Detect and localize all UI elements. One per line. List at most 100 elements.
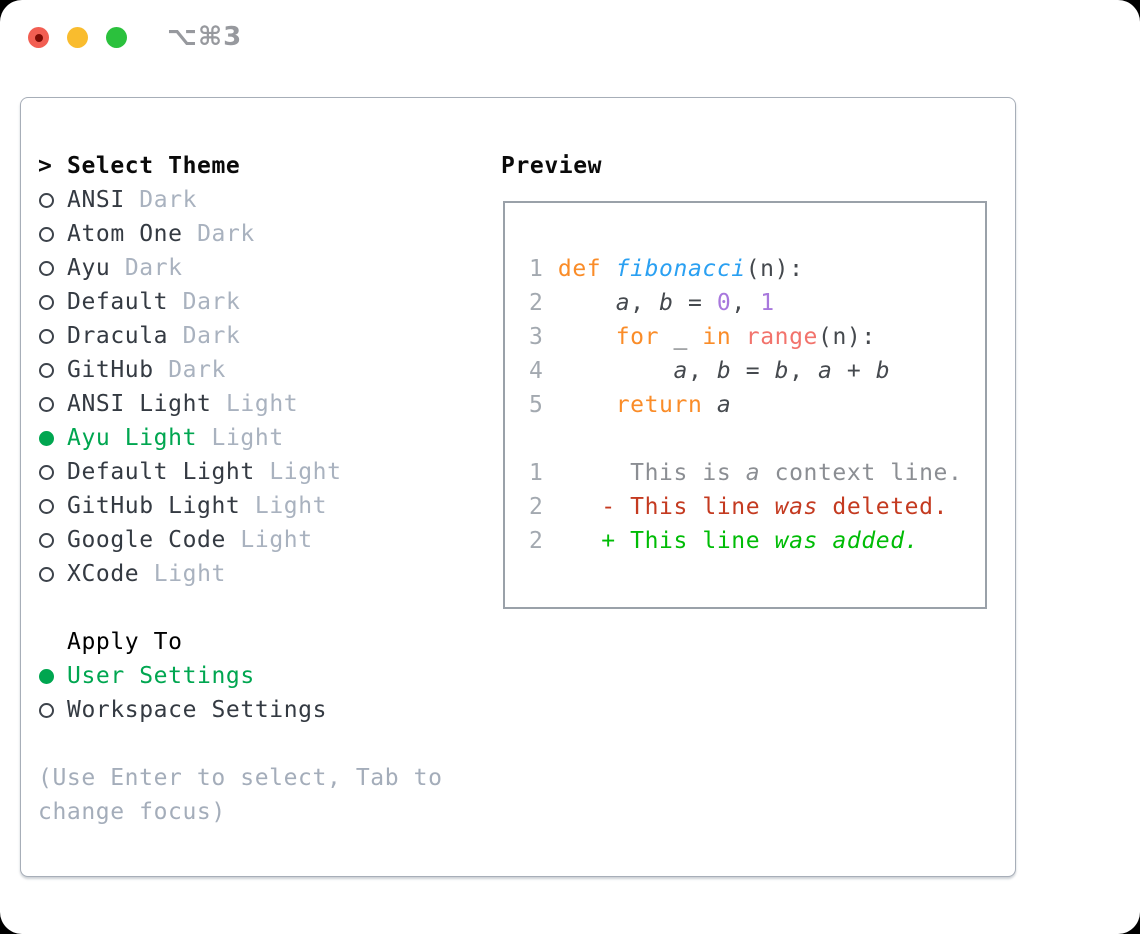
minimize-button-icon[interactable] xyxy=(67,27,88,48)
code-segment: , xyxy=(630,290,660,316)
code-segment: a xyxy=(716,392,732,418)
theme-option-label: Default Light xyxy=(67,459,255,485)
code-segment xyxy=(558,324,616,350)
prompt-caret-icon: > xyxy=(38,153,53,179)
apply-option-label: User Settings xyxy=(67,663,255,689)
code-segment: a xyxy=(745,460,761,486)
code-segment: a xyxy=(818,358,833,384)
preview-header: Preview xyxy=(501,153,603,179)
code-segment xyxy=(558,392,616,418)
code-segment: a xyxy=(615,290,631,316)
code-segment: 4 xyxy=(529,358,558,384)
code-segment: , xyxy=(731,290,761,316)
code-segment: 5 xyxy=(529,392,558,418)
theme-variant-label: Dark xyxy=(182,289,241,315)
spacer xyxy=(38,727,488,761)
code-blank-line xyxy=(529,422,962,456)
code-segment: = xyxy=(731,358,775,384)
code-segment: 2 xyxy=(529,528,558,554)
theme-option-label: ANSI xyxy=(67,187,125,213)
code-segment: deleted. xyxy=(817,494,948,520)
code-line: 2 + This line was added. xyxy=(529,524,962,558)
theme-option-dracula[interactable]: Dracula Dark xyxy=(38,319,488,353)
theme-variant-label: Dark xyxy=(182,323,241,349)
code-segment: b xyxy=(875,358,891,384)
theme-variant-label: Dark xyxy=(168,357,226,383)
help-text-line-1: (Use Enter to select, Tab to xyxy=(38,765,443,791)
code-segment: fibonacci xyxy=(615,256,746,282)
close-button-icon[interactable] xyxy=(28,27,49,48)
theme-option-atom-one[interactable]: Atom One Dark xyxy=(38,217,488,251)
apply-option-workspace-settings[interactable]: Workspace Settings xyxy=(38,693,488,727)
theme-option-label: Ayu xyxy=(67,255,111,281)
radio-unselected-icon xyxy=(39,396,54,412)
code-segment: 1 xyxy=(529,460,558,486)
code-segment: context line. xyxy=(760,460,963,486)
code-segment: 2 xyxy=(529,290,558,316)
theme-option-label: ANSI Light xyxy=(67,391,212,417)
code-segment: 3 xyxy=(529,324,558,350)
theme-option-ayu-light[interactable]: Ayu Light Light xyxy=(38,421,488,455)
apply-option-user-settings[interactable]: User Settings xyxy=(38,659,488,693)
spacer xyxy=(38,591,488,625)
code-segment: , xyxy=(789,358,818,384)
theme-variant-label: Light xyxy=(269,459,342,485)
code-segment: 0 xyxy=(716,290,732,316)
titlebar: ⌥⌘3 xyxy=(0,0,1140,76)
code-segment: - This line xyxy=(601,494,775,520)
theme-option-label: Ayu Light xyxy=(67,425,198,451)
code-line: 2 a, b = 0, 1 xyxy=(529,286,962,320)
code-segment: , xyxy=(687,358,717,384)
code-segment: = xyxy=(673,290,717,316)
theme-option-ayu[interactable]: Ayu Dark xyxy=(38,251,488,285)
code-segment: This is xyxy=(630,460,746,486)
radio-unselected-icon xyxy=(39,532,54,548)
code-segment xyxy=(558,358,674,384)
theme-option-label: Atom One xyxy=(67,221,183,247)
code-segment: + xyxy=(832,358,876,384)
code-line: 1 This is a context line. xyxy=(529,456,962,490)
code-segment xyxy=(558,528,601,554)
radio-unselected-icon xyxy=(39,464,54,480)
theme-option-label: Dracula xyxy=(67,323,169,349)
zoom-button-icon[interactable] xyxy=(106,27,127,48)
close-dot-icon xyxy=(34,33,43,42)
code-line: 2 - This line was deleted. xyxy=(529,490,962,524)
help-text-line-2: change focus) xyxy=(38,799,226,825)
code-segment: range xyxy=(745,324,818,350)
code-segment xyxy=(558,290,616,316)
theme-variant-label: Light xyxy=(211,425,284,451)
theme-variant-label: Dark xyxy=(124,255,183,281)
theme-variant-label: Light xyxy=(240,527,313,553)
code-segment: was xyxy=(774,528,818,554)
code-segment: b xyxy=(774,358,790,384)
code-segment: a xyxy=(673,358,688,384)
apply-option-label: Workspace Settings xyxy=(67,697,328,723)
theme-option-label: Google Code xyxy=(67,527,226,553)
code-segment: b xyxy=(659,290,674,316)
code-line: 5 return a xyxy=(529,388,962,422)
theme-variant-label: Dark xyxy=(197,221,255,247)
select-theme-header-label: Select Theme xyxy=(67,153,241,179)
code-segment: 1 xyxy=(529,256,558,282)
theme-option-label: Default xyxy=(67,289,169,315)
theme-option-default[interactable]: Default Dark xyxy=(38,285,488,319)
code-segment xyxy=(558,460,630,486)
apply-to-header: Apply To xyxy=(67,629,183,655)
theme-option-default-light[interactable]: Default Light Light xyxy=(38,455,488,489)
code-segment: return xyxy=(615,392,703,418)
code-segment: (n): xyxy=(745,256,804,282)
theme-option-label: GitHub Light xyxy=(67,493,241,519)
theme-option-google-code[interactable]: Google Code Light xyxy=(38,523,488,557)
code-segment: was xyxy=(774,494,818,520)
